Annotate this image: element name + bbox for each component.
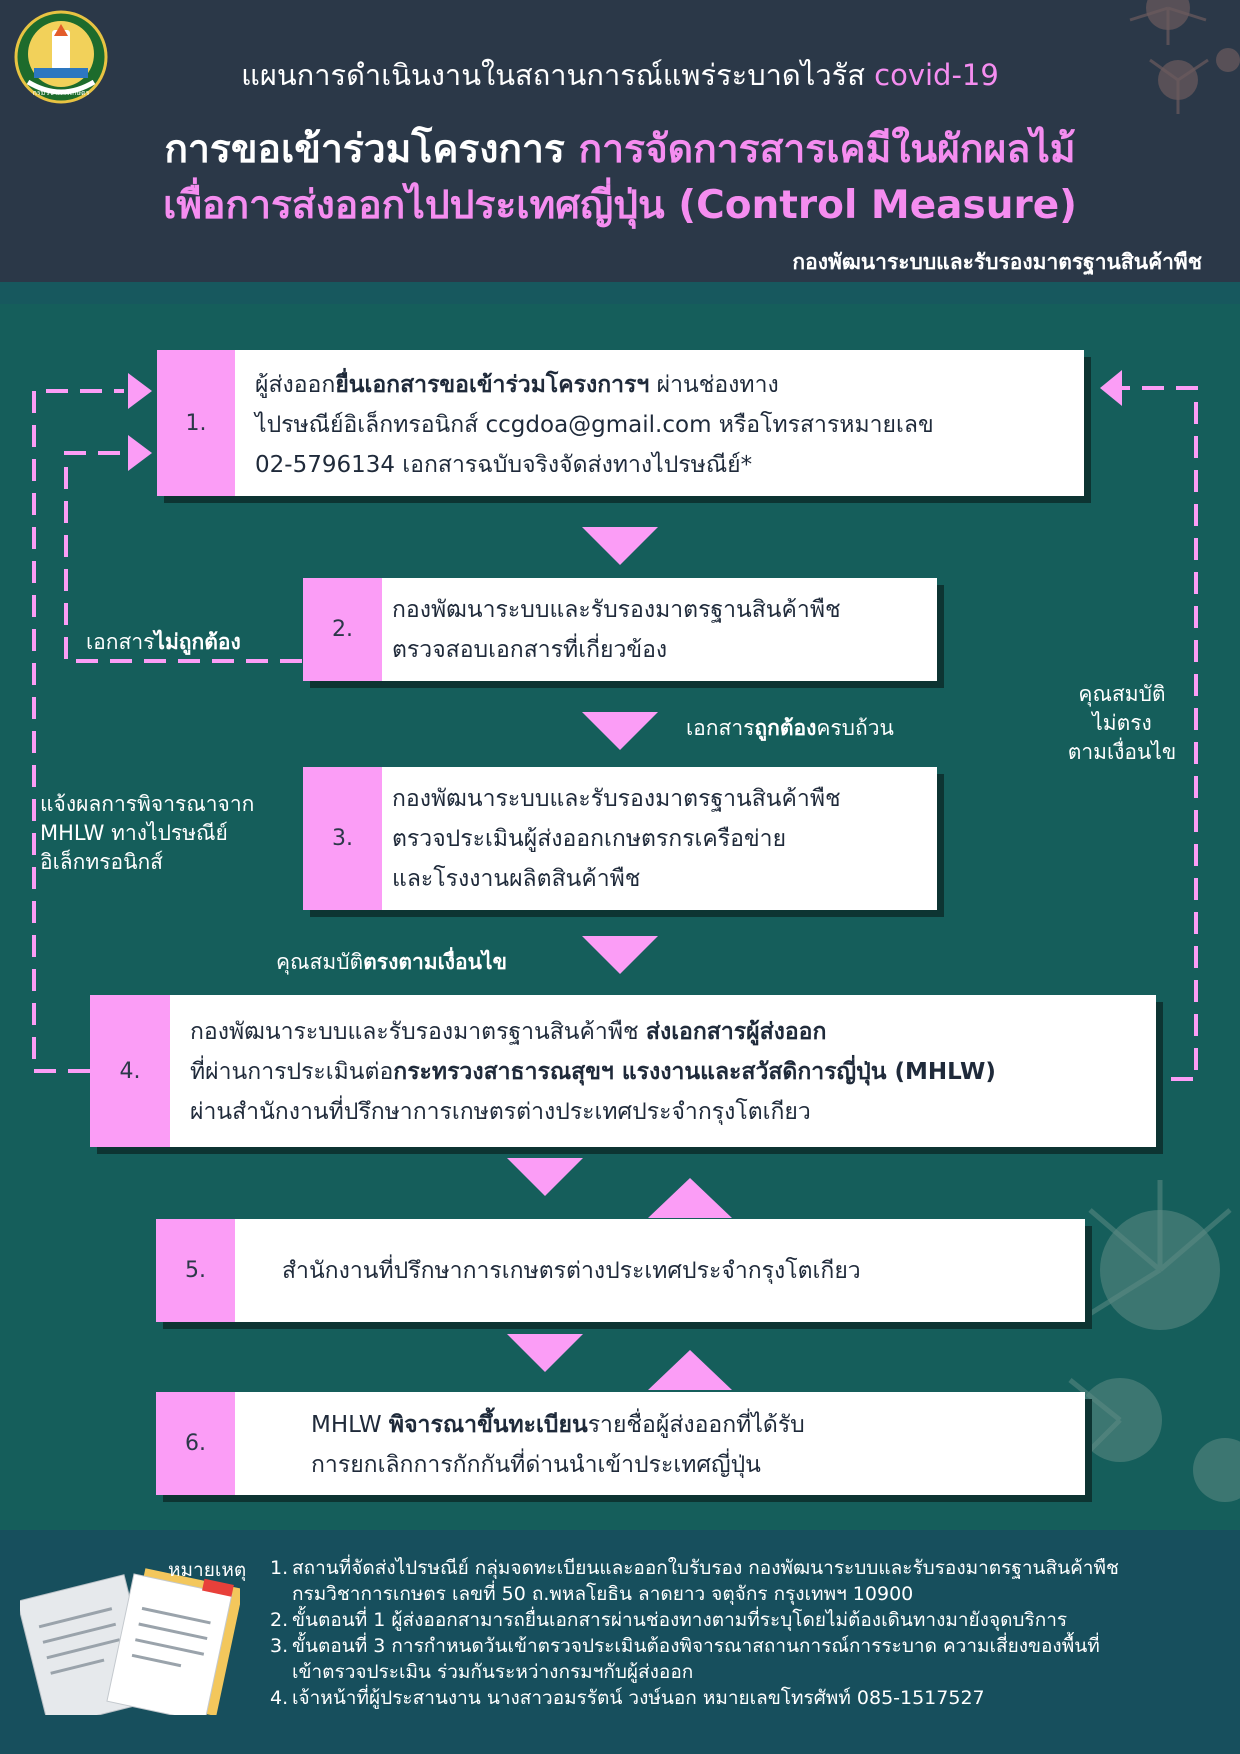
note-3: 3.ขั้นตอนที่ 3 การกำหนดวันเข้าตรวจประเมิ… xyxy=(270,1635,1100,1657)
label-incorrect: เอกสารไม่ถูกต้อง xyxy=(86,630,241,654)
label-qualified: คุณสมบัติตรงตามเงื่อนไข xyxy=(276,950,507,974)
arrowhead-notify xyxy=(128,373,152,409)
virus-decoration-bottom xyxy=(1068,1180,1240,1502)
step-2-number: 2. xyxy=(303,578,382,681)
note-1-cont: กรมวิชาการเกษตร เลขที่ 50 ถ.พหลโยธิน ลาด… xyxy=(292,1583,914,1605)
step-6-number: 6. xyxy=(156,1392,235,1495)
note-4: 4.เจ้าหน้าที่ผู้ประสานงาน นางสาวอมรรัตน์… xyxy=(270,1687,985,1709)
label-unqualified-line1: คุณสมบัติ xyxy=(1078,682,1166,706)
step-6-line2: การยกเลิกการกักกันที่ด่านนำเข้าประเทศญี่… xyxy=(311,1452,761,1478)
note-3-cont: เข้าตรวจประเมิน ร่วมกันระหว่างกรมฯกับผู้… xyxy=(292,1661,694,1683)
label-notify-line2: MHLW ทางไปรษณีย์ xyxy=(40,821,228,845)
connector-unqualified xyxy=(1120,386,1198,1081)
step-2-text: กองพัฒนาระบบและรับรองมาตรฐานสินค้าพืช ตร… xyxy=(392,590,932,670)
arrowhead-incorrect xyxy=(128,435,152,471)
arrow-down-4 xyxy=(507,1158,583,1196)
label-notify-line3: อิเล็กทรอนิกส์ xyxy=(40,850,163,874)
notes-label: หมายเหตุ xyxy=(168,1559,247,1581)
label-correct: เอกสารถูกต้องครบถ้วน xyxy=(686,716,894,740)
step-1-line3: 02-5796134 เอกสารฉบับจริงจัดส่งทางไปรษณี… xyxy=(255,452,753,478)
arrow-down-2 xyxy=(582,712,658,750)
step-6-text: MHLW พิจารณาขึ้นทะเบียนรายชื่อผู้ส่งออกท… xyxy=(311,1405,1071,1485)
header-band xyxy=(0,282,1240,304)
step-4-text: กองพัฒนาระบบและรับรองมาตรฐานสินค้าพืช ส่… xyxy=(190,1012,1150,1132)
step-3-number: 3. xyxy=(303,767,382,910)
step-4-number: 4. xyxy=(90,995,170,1147)
label-unqualified-line3: ตามเงื่อนไข xyxy=(1067,740,1177,764)
step-5-number: 5. xyxy=(156,1219,235,1322)
logo-caption: กรมวิชาการเกษตร xyxy=(33,89,90,97)
step-1-line1: ผู้ส่งออกยื่นเอกสารขอเข้าร่วมโครงการฯ ผ่… xyxy=(255,372,779,398)
documents-icon xyxy=(20,1568,240,1715)
step-3-box: 3. กองพัฒนาระบบและรับรองมาตรฐานสินค้าพืช… xyxy=(303,767,937,910)
step-3-text: กองพัฒนาระบบและรับรองมาตรฐานสินค้าพืช ตร… xyxy=(392,779,932,899)
header-title-line2: เพื่อการส่งออกไปประเทศญี่ปุ่น (Control M… xyxy=(163,183,1077,228)
virus-decoration-top xyxy=(1129,0,1240,114)
label-notify-line1: แจ้งผลการพิจารณาจาก xyxy=(40,792,255,816)
step-5-text: สำนักงานที่ปรึกษาการเกษตรต่างประเทศประจำ… xyxy=(282,1251,1072,1291)
arrow-down-5 xyxy=(507,1334,583,1372)
step-2-line1: กองพัฒนาระบบและรับรองมาตรฐานสินค้าพืช xyxy=(392,597,841,623)
header-title-line1: การขอเข้าร่วมโครงการ การจัดการสารเคมีในผ… xyxy=(164,127,1076,172)
connector-notify xyxy=(32,389,124,1073)
notes-list: 1.สถานที่จัดส่งไปรษณีย์ กลุ่มจดทะเบียนแล… xyxy=(270,1555,1230,1711)
step-6-line1: MHLW พิจารณาขึ้นทะเบียนรายชื่อผู้ส่งออกท… xyxy=(311,1412,805,1438)
label-unqualified-line2: ไม่ตรง xyxy=(1092,711,1152,735)
header-subtitle: แผนการดำเนินงานในสถานการณ์แพร่ระบาดไวรัส… xyxy=(241,58,999,92)
label-notify: แจ้งผลการพิจารณาจาก MHLW ทางไปรษณีย์ อิเ… xyxy=(40,790,254,877)
arrow-down-1 xyxy=(582,527,658,565)
note-1: 1.สถานที่จัดส่งไปรษณีย์ กลุ่มจดทะเบียนแล… xyxy=(270,1557,1119,1579)
label-unqualified: คุณสมบัติ ไม่ตรง ตามเงื่อนไข xyxy=(1062,680,1182,767)
arrow-down-3 xyxy=(582,936,658,974)
step-4-line3: ผ่านสำนักงานที่ปรึกษาการเกษตรต่างประเทศป… xyxy=(190,1099,811,1125)
step-2-box: 2. กองพัฒนาระบบและรับรองมาตรฐานสินค้าพืช… xyxy=(303,578,937,681)
arrow-up-6 xyxy=(648,1350,732,1390)
header-org: กองพัฒนาระบบและรับรองมาตรฐานสินค้าพืช xyxy=(792,250,1202,274)
step-1-text: ผู้ส่งออกยื่นเอกสารขอเข้าร่วมโครงการฯ ผ่… xyxy=(255,365,1075,485)
arrow-up-5 xyxy=(648,1178,732,1218)
step-1-number: 1. xyxy=(157,350,235,496)
step-5-box: 5. สำนักงานที่ปรึกษาการเกษตรต่างประเทศปร… xyxy=(156,1219,1085,1322)
step-2-line2: ตรวจสอบเอกสารที่เกี่ยวข้อง xyxy=(392,637,668,663)
step-1-box: 1. ผู้ส่งออกยื่นเอกสารขอเข้าร่วมโครงการฯ… xyxy=(157,350,1084,496)
step-3-line2: ตรวจประเมินผู้ส่งออกเกษตรกรเครือข่าย xyxy=(392,826,787,852)
arrowhead-unqualified xyxy=(1100,370,1122,406)
step-4-line2: ที่ผ่านการประเมินต่อกระทรวงสาธารณสุขฯ แร… xyxy=(190,1059,996,1085)
step-4-box: 4. กองพัฒนาระบบและรับรองมาตรฐานสินค้าพืช… xyxy=(90,995,1156,1147)
step-5-line1: สำนักงานที่ปรึกษาการเกษตรต่างประเทศประจำ… xyxy=(282,1258,861,1284)
step-1-line2: ไปรษณีย์อิเล็กทรอนิกส์ ccgdoa@gmail.com … xyxy=(255,412,934,438)
step-3-line1: กองพัฒนาระบบและรับรองมาตรฐานสินค้าพืช xyxy=(392,786,841,812)
connector-incorrect xyxy=(64,451,302,663)
step-4-line1: กองพัฒนาระบบและรับรองมาตรฐานสินค้าพืช ส่… xyxy=(190,1019,827,1045)
header xyxy=(0,0,1240,282)
note-2: 2.ขั้นตอนที่ 1 ผู้ส่งออกสามารถยื่นเอกสาร… xyxy=(270,1609,1068,1631)
department-logo: กรมวิชาการเกษตร xyxy=(14,10,108,104)
step-3-line3: และโรงงานผลิตสินค้าพืช xyxy=(392,866,641,892)
step-6-box: 6. MHLW พิจารณาขึ้นทะเบียนรายชื่อผู้ส่งอ… xyxy=(156,1392,1085,1495)
